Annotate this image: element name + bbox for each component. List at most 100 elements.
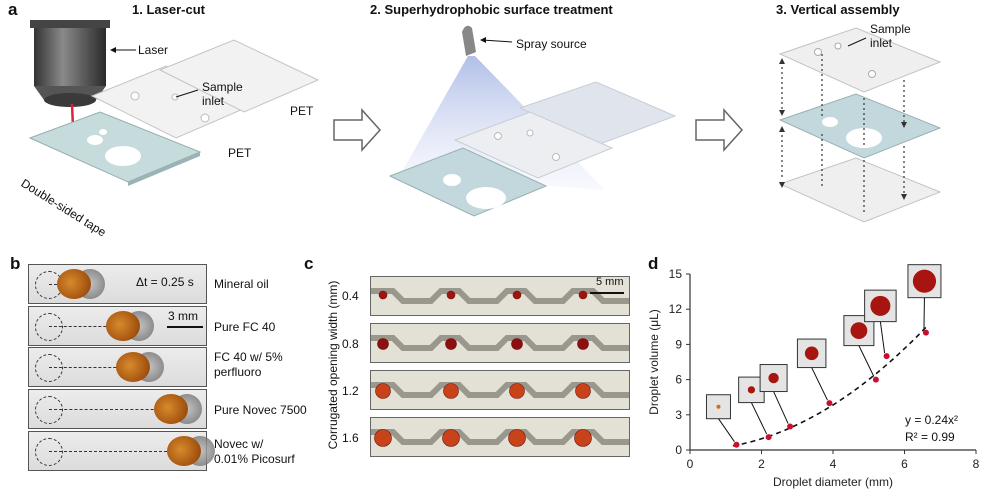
- channel-droplet: [574, 429, 592, 447]
- droplet: [153, 394, 188, 424]
- tape-sheet: [28, 111, 202, 186]
- start-position-circle: [35, 313, 63, 341]
- travel-path: [49, 367, 137, 368]
- x-tick-label: 8: [973, 457, 980, 471]
- droplet-strip: [28, 264, 207, 304]
- thumbnail-droplet: [768, 372, 779, 384]
- row-label: 0.4: [342, 289, 359, 303]
- x-tick-label: 0: [687, 457, 694, 471]
- panel-b-letter: b: [10, 254, 21, 273]
- condition-label: Novec w/ 0.01% Picosurf: [214, 437, 295, 466]
- start-position-circle: [35, 354, 63, 382]
- droplet: [105, 311, 140, 341]
- thumbnail-pointer: [811, 367, 828, 401]
- channel-droplet: [508, 429, 526, 447]
- data-point: [787, 423, 794, 430]
- droplet-strip: [28, 431, 215, 471]
- thumbnail-droplet: [716, 404, 721, 409]
- travel-path: [49, 409, 174, 410]
- panel-d-letter: d: [648, 254, 659, 273]
- thumbnail-droplet: [747, 386, 755, 394]
- channel-droplet: [445, 338, 457, 350]
- travel-path: [49, 326, 126, 327]
- droplet: [116, 352, 151, 382]
- sample-inlet-label-2: Sample inlet: [870, 22, 911, 50]
- thumbnail-droplet: [870, 295, 891, 316]
- pet-label-1: PET: [290, 104, 314, 118]
- thumbnail-pointer: [879, 321, 886, 354]
- thumbnail-pointer: [750, 402, 768, 435]
- step1-title: 1. Laser-cut: [132, 2, 205, 17]
- laser-label: Laser: [138, 43, 169, 57]
- channel-droplet: [575, 383, 591, 399]
- pet-label-2: PET: [228, 146, 252, 160]
- channel-droplet: [443, 383, 459, 399]
- thumbnail-droplet: [912, 269, 937, 293]
- channel-droplet: [509, 383, 525, 399]
- start-position-circle: [35, 438, 63, 466]
- channel-droplet: [578, 290, 588, 300]
- channel-image: [370, 370, 630, 410]
- start-position-circle: [35, 396, 63, 424]
- row-label: 1.6: [342, 431, 359, 445]
- panel-c-letter: c: [304, 254, 314, 273]
- channel-droplet: [374, 429, 392, 447]
- row-label: 0.8: [342, 337, 359, 351]
- data-point: [765, 434, 772, 441]
- condition-label: FC 40 w/ 5% perfluoro: [214, 350, 283, 379]
- travel-path: [49, 451, 187, 452]
- y-tick-label: 3: [675, 408, 682, 422]
- x-tick-label: 4: [830, 457, 837, 471]
- condition-label: Mineral oil: [214, 277, 269, 291]
- channel-droplet: [511, 338, 523, 350]
- spray-source-label: Spray source: [516, 37, 587, 51]
- treated-sheets: [388, 81, 677, 217]
- thumbnail-pointer: [858, 345, 875, 377]
- channel-droplet: [377, 338, 389, 350]
- thumbnail-pointer: [923, 297, 925, 330]
- channel-image: [370, 323, 630, 363]
- pet-sheet-upper: [158, 39, 320, 113]
- data-point: [883, 353, 890, 360]
- process-arrow-2: [695, 108, 744, 152]
- droplet: [57, 269, 92, 299]
- droplet: [166, 436, 201, 466]
- assembly-stack: [778, 27, 942, 223]
- channel-droplet: [378, 290, 388, 300]
- scale-bar-b: [167, 326, 203, 328]
- fit-equation: y = 0.24x²: [905, 413, 959, 427]
- y-tick-label: 15: [669, 267, 683, 281]
- channel-droplet: [442, 429, 460, 447]
- channel-droplet: [577, 338, 589, 350]
- data-point: [826, 400, 833, 407]
- row-label: 1.2: [342, 384, 359, 398]
- channel-droplet: [512, 290, 522, 300]
- data-point: [922, 329, 929, 336]
- channel-image: [370, 276, 630, 316]
- scale-bar-label-c: 5 mm: [596, 276, 624, 288]
- condition-label: Pure FC 40: [214, 320, 276, 334]
- x-axis-label: Droplet diameter (mm): [773, 475, 893, 489]
- fit-r2: R² = 0.99: [905, 430, 955, 444]
- droplet-strip: [28, 389, 207, 429]
- channel-droplet: [375, 383, 391, 399]
- droplet-strip: [28, 347, 207, 387]
- thumbnail-droplet: [804, 346, 819, 361]
- panel-a-illustration: [28, 20, 942, 223]
- y-axis-label: Droplet volume (μL): [647, 309, 661, 415]
- channel-droplet: [446, 290, 456, 300]
- channel-image: [370, 417, 630, 457]
- data-point: [872, 376, 879, 383]
- thumbnail-droplet: [850, 322, 868, 339]
- panel-a-letter: a: [8, 0, 18, 19]
- time-interval-label: Δt = 0.25 s: [136, 275, 194, 289]
- x-tick-label: 2: [758, 457, 765, 471]
- panel-c-ylabel: Corrugated opening width (mm): [326, 280, 340, 450]
- step3-title: 3. Vertical assembly: [776, 2, 900, 17]
- thumbnail-pointer: [718, 418, 735, 443]
- scale-bar-label-b: 3 mm: [168, 309, 198, 323]
- y-tick-label: 6: [675, 373, 682, 387]
- condition-label: Pure Novec 7500: [214, 403, 307, 417]
- scale-bar-c: [590, 292, 624, 294]
